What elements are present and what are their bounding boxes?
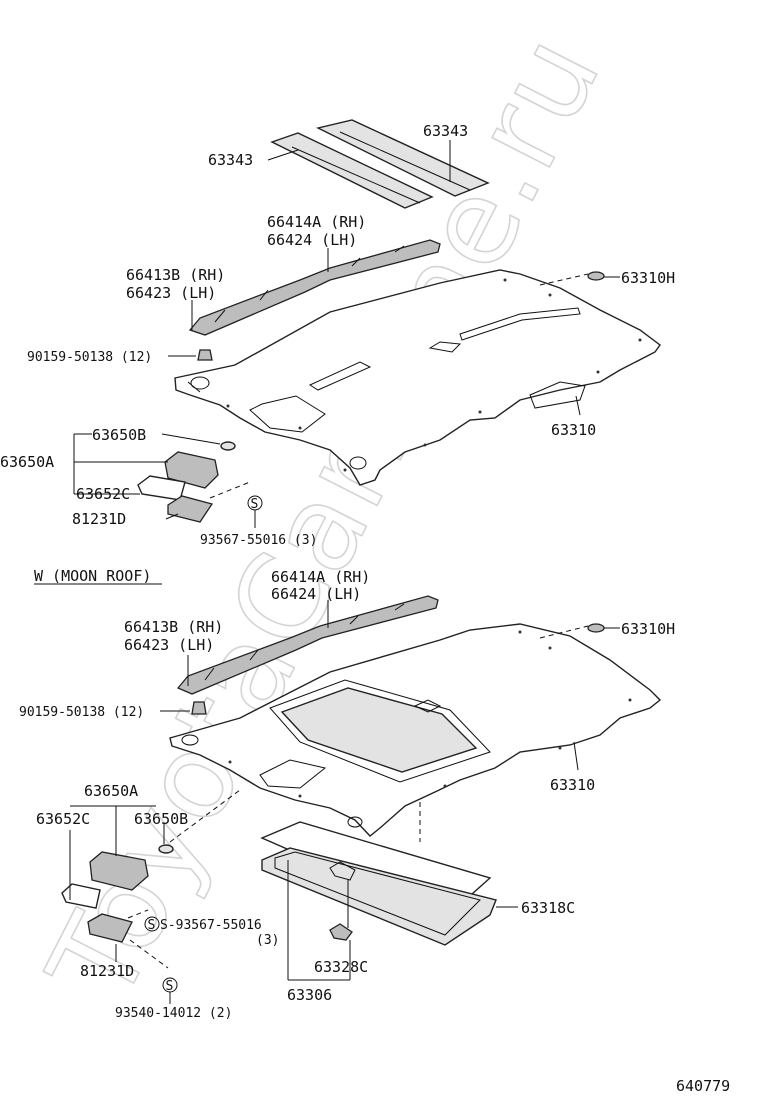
- label-rail2-rh: 66413B (RH): [126, 266, 225, 284]
- label-rail-lh: 66424 (LH): [267, 231, 357, 249]
- label-rail2-lh: 66423 (LH): [126, 284, 216, 302]
- lower-assembly: S S: [61, 595, 662, 1004]
- label-rail-lh-2: 66424 (LH): [271, 585, 361, 603]
- label-lamp-lens-2: 63650B: [134, 810, 188, 828]
- screw-icon: [197, 349, 213, 361]
- label-screw-qty-2: (3): [256, 933, 279, 948]
- lamp-housing-2: [89, 851, 149, 891]
- label-rail-rh: 66414A (RH): [267, 213, 366, 231]
- label-headliner-2: 63310: [550, 776, 595, 794]
- section-moonroof: W (MOON ROOF): [34, 567, 151, 585]
- upper-labels: 63343 63343 66414A (RH) 66424 (LH) 66413…: [0, 122, 675, 548]
- lower-labels: 66414A (RH) 66424 (LH) 66413B (RH) 66423…: [19, 568, 675, 1021]
- label-rail-rh-2: 66414A (RH): [271, 568, 370, 586]
- screw-s-icon-2: [144, 916, 160, 932]
- label-clip-screw-2: 90159-50138 (12): [19, 705, 144, 720]
- label-clip-screw: 90159-50138 (12): [27, 350, 152, 365]
- roof-rail-rear: [188, 239, 441, 336]
- holder-icon: [329, 923, 353, 941]
- upper-assembly: S: [73, 119, 661, 528]
- label-rail2-lh-2: 66423 (LH): [124, 636, 214, 654]
- label-lamp-switch-2: 81231D: [80, 962, 134, 980]
- label-lamp-case: 63652C: [76, 485, 130, 503]
- label-rail2-rh-2: 66413B (RH): [124, 618, 223, 636]
- screw-icon-2: [191, 701, 207, 715]
- lamp-case: [137, 475, 186, 501]
- label-lamp-lens: 63650B: [92, 426, 146, 444]
- label-trim: 63318C: [521, 899, 575, 917]
- label-visor-right: 63343: [423, 122, 468, 140]
- label-screw: 93567-55016 (3): [200, 533, 317, 548]
- clip-icon: [587, 271, 605, 281]
- label-lamp-assy: 63650A: [0, 453, 54, 471]
- label-screw-2: S-93567-55016: [160, 918, 262, 933]
- label-clip-2: 63310H: [621, 620, 675, 638]
- sun-visor-left: [270, 132, 434, 209]
- lamp-switch: [167, 495, 214, 523]
- lamp-lens: [220, 441, 236, 451]
- screw-mark: S: [251, 497, 259, 512]
- figure-code: 640779: [676, 1077, 730, 1095]
- sun-visor-right: [315, 119, 490, 197]
- label-lamp-assy-2: 63650A: [84, 782, 138, 800]
- roof-rail-rear-2: [176, 595, 439, 695]
- label-screw2: 93540-14012 (2): [115, 1006, 232, 1021]
- label-lamp-case-2: 63652C: [36, 810, 90, 828]
- svg-text:S: S: [166, 979, 174, 994]
- label-headliner: 63310: [551, 421, 596, 439]
- lamp-housing: [164, 451, 219, 489]
- label-panel: 63306: [287, 986, 332, 1004]
- clip-icon-2: [587, 623, 605, 633]
- moonroof-panel: [261, 847, 497, 946]
- label-holder: 63328C: [314, 958, 368, 976]
- lamp-switch-2: [87, 913, 133, 943]
- label-visor-left: 63343: [208, 151, 253, 169]
- label-lamp-switch: 81231D: [72, 510, 126, 528]
- lamp-lens-2: [158, 844, 174, 854]
- svg-text:S: S: [148, 918, 156, 933]
- label-clip: 63310H: [621, 269, 675, 287]
